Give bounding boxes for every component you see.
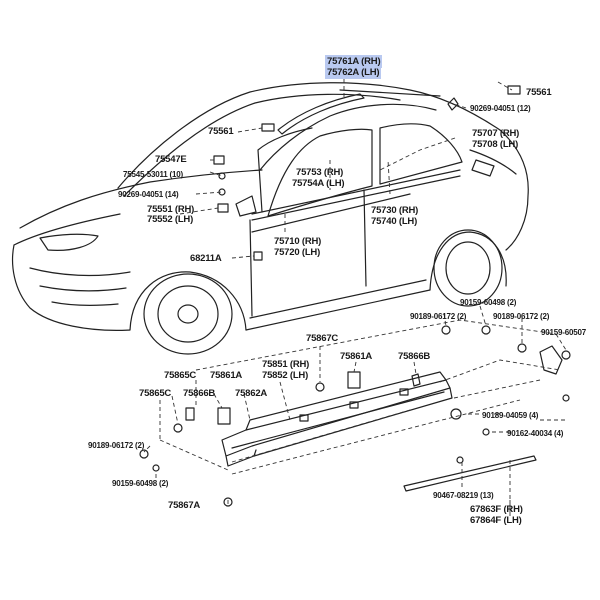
label-90189-left: 90189-06172 (2) bbox=[88, 441, 145, 450]
label-brackets bbox=[494, 413, 511, 516]
label-75851: 75851 (RH) bbox=[262, 359, 310, 370]
label-75720: 75720 (LH) bbox=[274, 247, 321, 258]
label-75865c-b: 75865C bbox=[139, 388, 172, 399]
door-bottom-molding bbox=[403, 455, 537, 492]
label-75867c: 75867C bbox=[306, 333, 339, 344]
label-75754a: 75754A (LH) bbox=[292, 178, 345, 189]
label-75740: 75740 (LH) bbox=[371, 216, 418, 227]
label-75865c-a: 75865C bbox=[164, 370, 197, 381]
car-body-outline bbox=[11, 82, 529, 355]
label-90269-14: 90269-04051 (14) bbox=[118, 190, 179, 199]
label-90269-12: 90269-04051 (12) bbox=[470, 104, 531, 113]
label-68211a: 68211A bbox=[190, 253, 222, 264]
label-75866b-right: 75866B bbox=[398, 351, 431, 362]
leader-lines bbox=[143, 72, 567, 506]
rocker-molding-assembly bbox=[221, 371, 453, 467]
label-90189-a: 90189-06172 (2) bbox=[410, 312, 467, 321]
label-75867a: 75867A bbox=[168, 500, 201, 511]
label-75547e: 75547E bbox=[155, 154, 187, 165]
label-67863f: 67863F (RH) bbox=[470, 504, 523, 515]
label-90189-04059: 90189-04059 (4) bbox=[482, 411, 539, 420]
label-90189-b: 90189-06172 (2) bbox=[493, 312, 550, 321]
label-90159-left: 90159-60498 (2) bbox=[112, 479, 169, 488]
label-90159-top: 90159-60498 (2) bbox=[460, 298, 517, 307]
label-75561-right: 75561 bbox=[526, 87, 552, 98]
label-75861a-right: 75861A bbox=[340, 351, 373, 362]
label-75708: 75708 (LH) bbox=[472, 139, 519, 150]
label-90467: 90467-08219 (13) bbox=[433, 491, 494, 500]
label-75545: 75545-53011 (10) bbox=[123, 170, 183, 179]
label-75707: 75707 (RH) bbox=[472, 128, 520, 139]
label-67864f: 67864F (LH) bbox=[470, 515, 522, 526]
label-90162: 90162-40034 (4) bbox=[507, 429, 564, 438]
label-75552: 75552 (LH) bbox=[147, 214, 194, 225]
label-75551: 75551 (RH) bbox=[147, 204, 195, 215]
label-90159-60507: 90159-60507 bbox=[541, 328, 586, 337]
label-75866b-left: 75866B bbox=[183, 388, 216, 399]
label-75762a-lh: 75762A (LH) bbox=[325, 66, 382, 79]
label-75761a-rh: 75761A (RH) bbox=[325, 55, 383, 68]
label-75852: 75852 (LH) bbox=[262, 370, 309, 381]
label-75710: 75710 (RH) bbox=[274, 236, 322, 247]
label-75561-left: 75561 bbox=[208, 126, 234, 137]
label-75862a: 75862A bbox=[235, 388, 268, 399]
label-75753: 75753 (RH) bbox=[296, 167, 344, 178]
label-75861a-left: 75861A bbox=[210, 370, 243, 381]
label-75730: 75730 (RH) bbox=[371, 205, 419, 216]
